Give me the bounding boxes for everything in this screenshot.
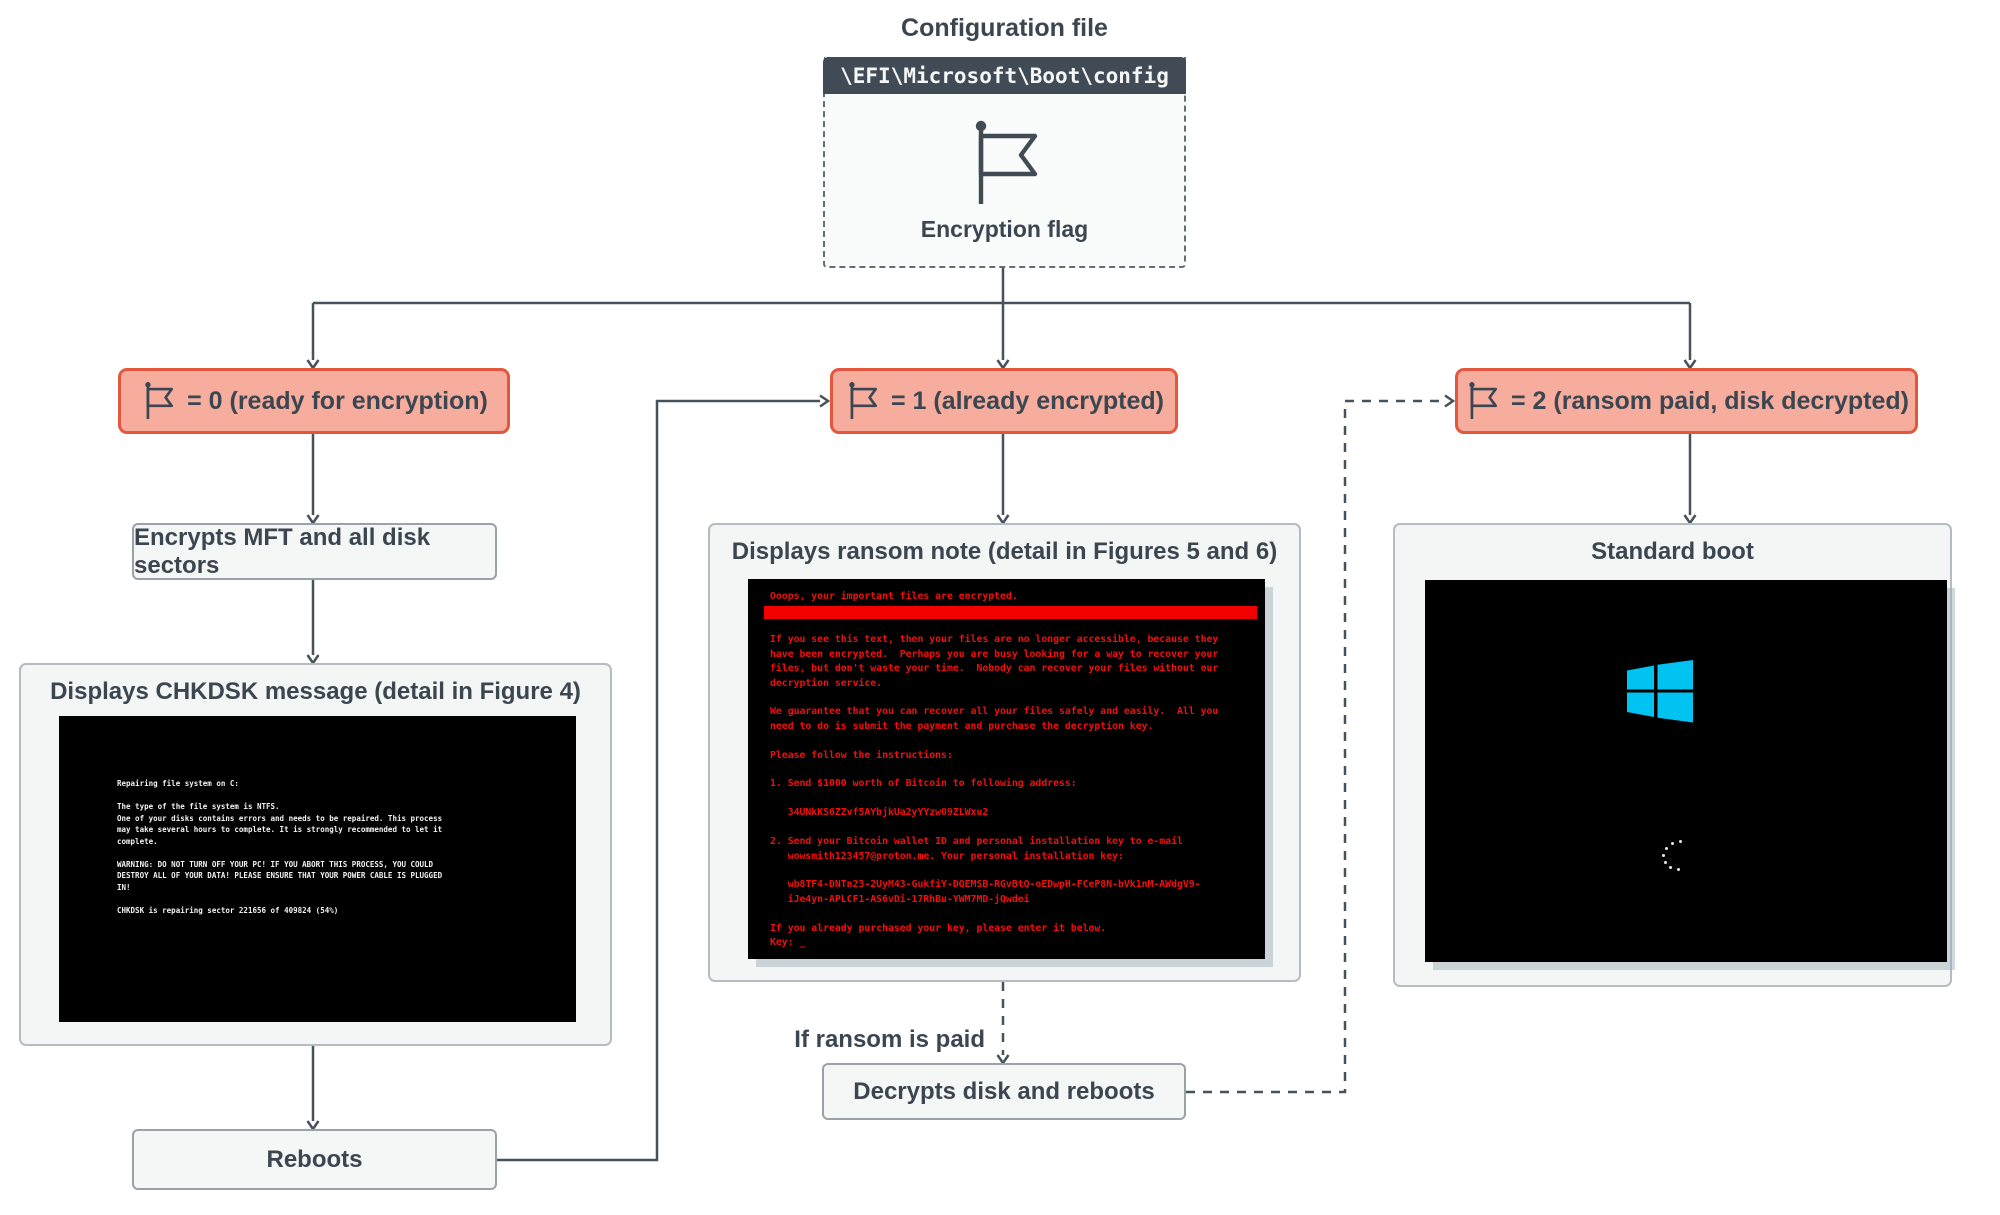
config-path-text: \EFI\Microsoft\Boot\config [840, 63, 1169, 88]
if-ransom-paid-label: If ransom is paid [794, 1026, 985, 1053]
chkdsk-terminal-text: Repairing file system on C: The type of … [117, 779, 443, 915]
reboots-node: Reboots [132, 1129, 497, 1190]
standard-boot-node: Standard boot [1393, 523, 1952, 987]
chkdsk-screen: Repairing file system on C: The type of … [59, 716, 576, 1022]
flag-2-label: = 2 (ransom paid, disk decrypted) [1510, 386, 1910, 415]
ransom-note-body: If you see this text, then your files ar… [770, 634, 1219, 948]
decrypts-disk-node: Decrypts disk and reboots [822, 1063, 1186, 1120]
config-box-body: Encryption flag [825, 94, 1184, 266]
standard-boot-title: Standard boot [1591, 538, 1754, 565]
encrypts-mft-node: Encrypts MFT and all disk sectors [132, 523, 497, 580]
ransom-red-bar [764, 606, 1257, 619]
configuration-file-box: \EFI\Microsoft\Boot\config Encryption fl… [823, 57, 1186, 268]
flag-icon [849, 382, 878, 420]
windows-boot-screen [1425, 580, 1947, 962]
flag-icon [1469, 382, 1498, 420]
flag-2-node: = 2 (ransom paid, disk decrypted) [1455, 368, 1918, 434]
ransom-node-title: Displays ransom note (detail in Figures … [731, 538, 1278, 565]
encryption-flag-label: Encryption flag [920, 215, 1089, 242]
ransom-note-node: Displays ransom note (detail in Figures … [708, 523, 1301, 982]
flag-icon [145, 382, 174, 420]
flag-1-label: = 1 (already encrypted) [890, 386, 1165, 415]
chkdsk-node-title: Displays CHKDSK message (detail in Figur… [50, 678, 581, 705]
config-path-header: \EFI\Microsoft\Boot\config [823, 57, 1186, 94]
flag-0-node: = 0 (ready for encryption) [118, 368, 510, 434]
configuration-file-title: Configuration file [901, 14, 1108, 42]
flag-0-label: = 0 (ready for encryption) [187, 386, 488, 415]
ransom-note-screen: Ooops, your important files are encrypte… [748, 579, 1265, 959]
ransom-note-headline: Ooops, your important files are encrypte… [770, 591, 1018, 602]
windows-logo-icon [1627, 660, 1693, 723]
encryption-flag-icon [975, 120, 1037, 204]
flag-1-node: = 1 (already encrypted) [830, 368, 1178, 434]
chkdsk-node: Displays CHKDSK message (detail in Figur… [19, 663, 612, 1046]
